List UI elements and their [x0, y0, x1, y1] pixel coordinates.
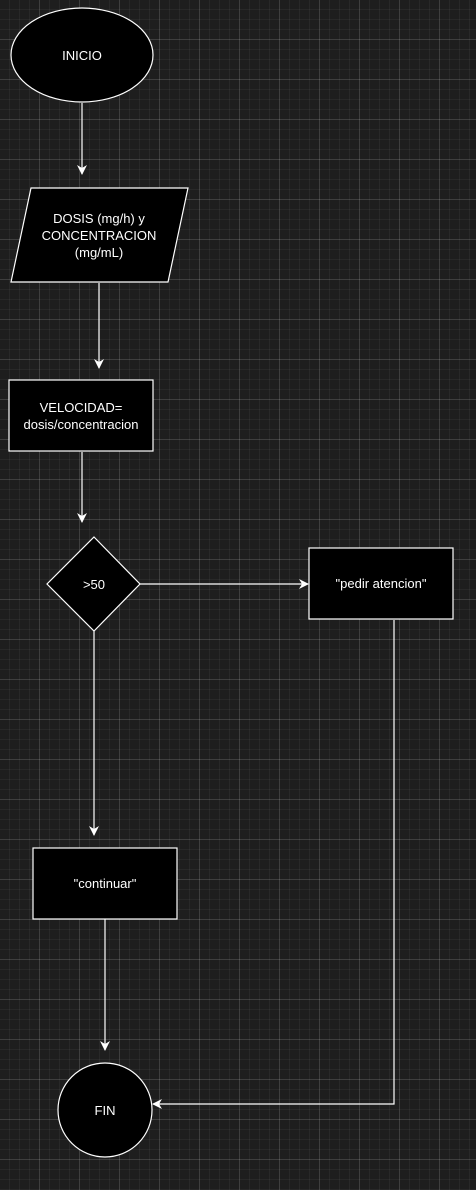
start-node-ellipse[interactable]: [10, 7, 154, 103]
input-node-parallelogram[interactable]: [10, 187, 189, 283]
continue-node-rect[interactable]: [32, 847, 178, 920]
process-node-rect[interactable]: [8, 379, 154, 452]
decision-node-diamond[interactable]: [46, 536, 141, 632]
attention-node-rect[interactable]: [308, 547, 454, 620]
end-node-circle[interactable]: [57, 1062, 153, 1158]
edge-attention-to-end[interactable]: [152, 620, 395, 1109]
